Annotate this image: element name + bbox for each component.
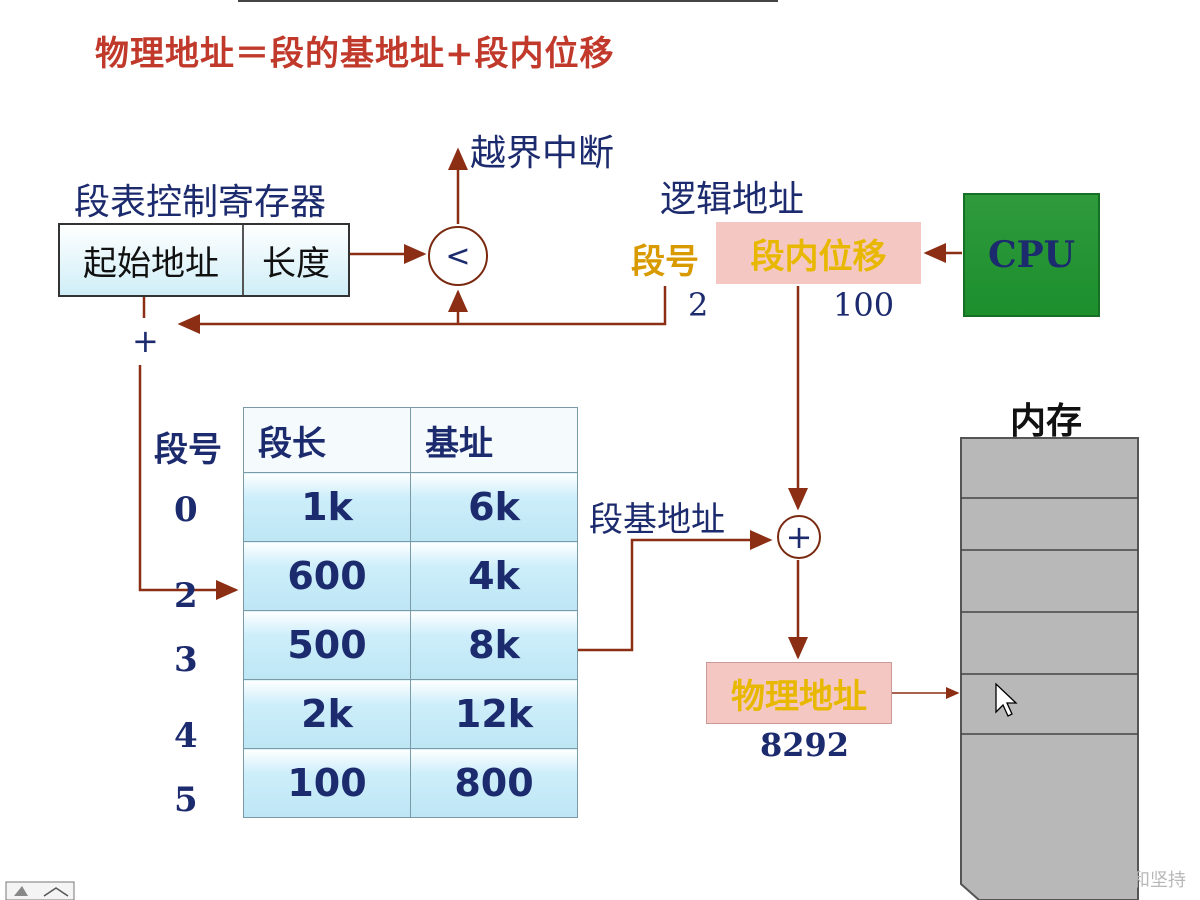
table-cell-base: 800 <box>410 748 578 818</box>
register-length: 长度 <box>262 243 330 284</box>
logical-address-label: 逻辑地址 <box>660 179 805 220</box>
compare-circle: < <box>428 226 488 286</box>
plus-sign-register: + <box>132 322 159 360</box>
wire-plus-to-row2 <box>138 365 239 600</box>
table-cell-length: 100 <box>243 748 411 818</box>
table-cell-length: 500 <box>243 610 411 680</box>
physical-address-value: 8292 <box>760 726 850 764</box>
table-cell-length: 2k <box>243 679 411 749</box>
table-cell-base: 8k <box>410 610 578 680</box>
memory-label: 内存 <box>1010 401 1083 442</box>
table-col-segment-number: 段号 <box>154 430 222 470</box>
table-cell-length: 1k <box>243 472 411 542</box>
table-col-base: 基址 <box>410 407 578 473</box>
physical-address-box: 物理地址 <box>706 662 892 724</box>
table-row: 1k 6k <box>243 472 578 542</box>
segment-offset-box: 段内位移 <box>716 222 921 284</box>
segment-table-header: 段长 基址 <box>243 407 578 473</box>
table-row-number: 5 <box>174 780 198 820</box>
segment-base-label: 段基地址 <box>589 500 725 540</box>
table-row: 100 800 <box>243 748 578 818</box>
adder-circle: + <box>777 515 821 559</box>
table-row: 500 8k <box>243 610 578 680</box>
table-row-number: 4 <box>174 716 198 756</box>
segment-number-value: 2 <box>688 286 709 324</box>
table-row-number: 2 <box>174 576 198 616</box>
page-title: 物理地址＝段的基地址+段内位移 <box>95 34 615 74</box>
top-border-line <box>238 0 778 2</box>
table-row-number: 3 <box>174 640 198 680</box>
wire-segno-to-adder <box>177 286 667 334</box>
cpu-box: CPU <box>963 193 1100 317</box>
watermark: CSDN @勇气和坚持 <box>1020 870 1186 891</box>
segment-table-register: 起始地址 长度 <box>58 223 350 297</box>
mouse-cursor-icon <box>995 682 1018 717</box>
segment-offset-value: 100 <box>833 286 895 324</box>
slide-nav-icon <box>5 881 75 900</box>
table-row: 600 4k <box>243 541 578 611</box>
segment-table: 段长 基址 1k 6k 600 4k 500 8k 2k 12k 100 800 <box>243 407 578 818</box>
segment-number-label: 段号 <box>631 242 699 282</box>
wire-base-to-adder <box>553 530 773 652</box>
table-cell-base: 4k <box>410 541 578 611</box>
table-cell-length: 600 <box>243 541 411 611</box>
memory-block <box>960 437 1139 900</box>
table-row: 2k 12k <box>243 679 578 749</box>
register-label: 段表控制寄存器 <box>74 182 327 223</box>
overflow-interrupt-label: 越界中断 <box>470 133 615 174</box>
table-col-length: 段长 <box>243 407 411 473</box>
table-row-number: 0 <box>174 490 198 530</box>
table-cell-base: 6k <box>410 472 578 542</box>
table-cell-base: 12k <box>410 679 578 749</box>
register-start-address: 起始地址 <box>60 225 244 295</box>
